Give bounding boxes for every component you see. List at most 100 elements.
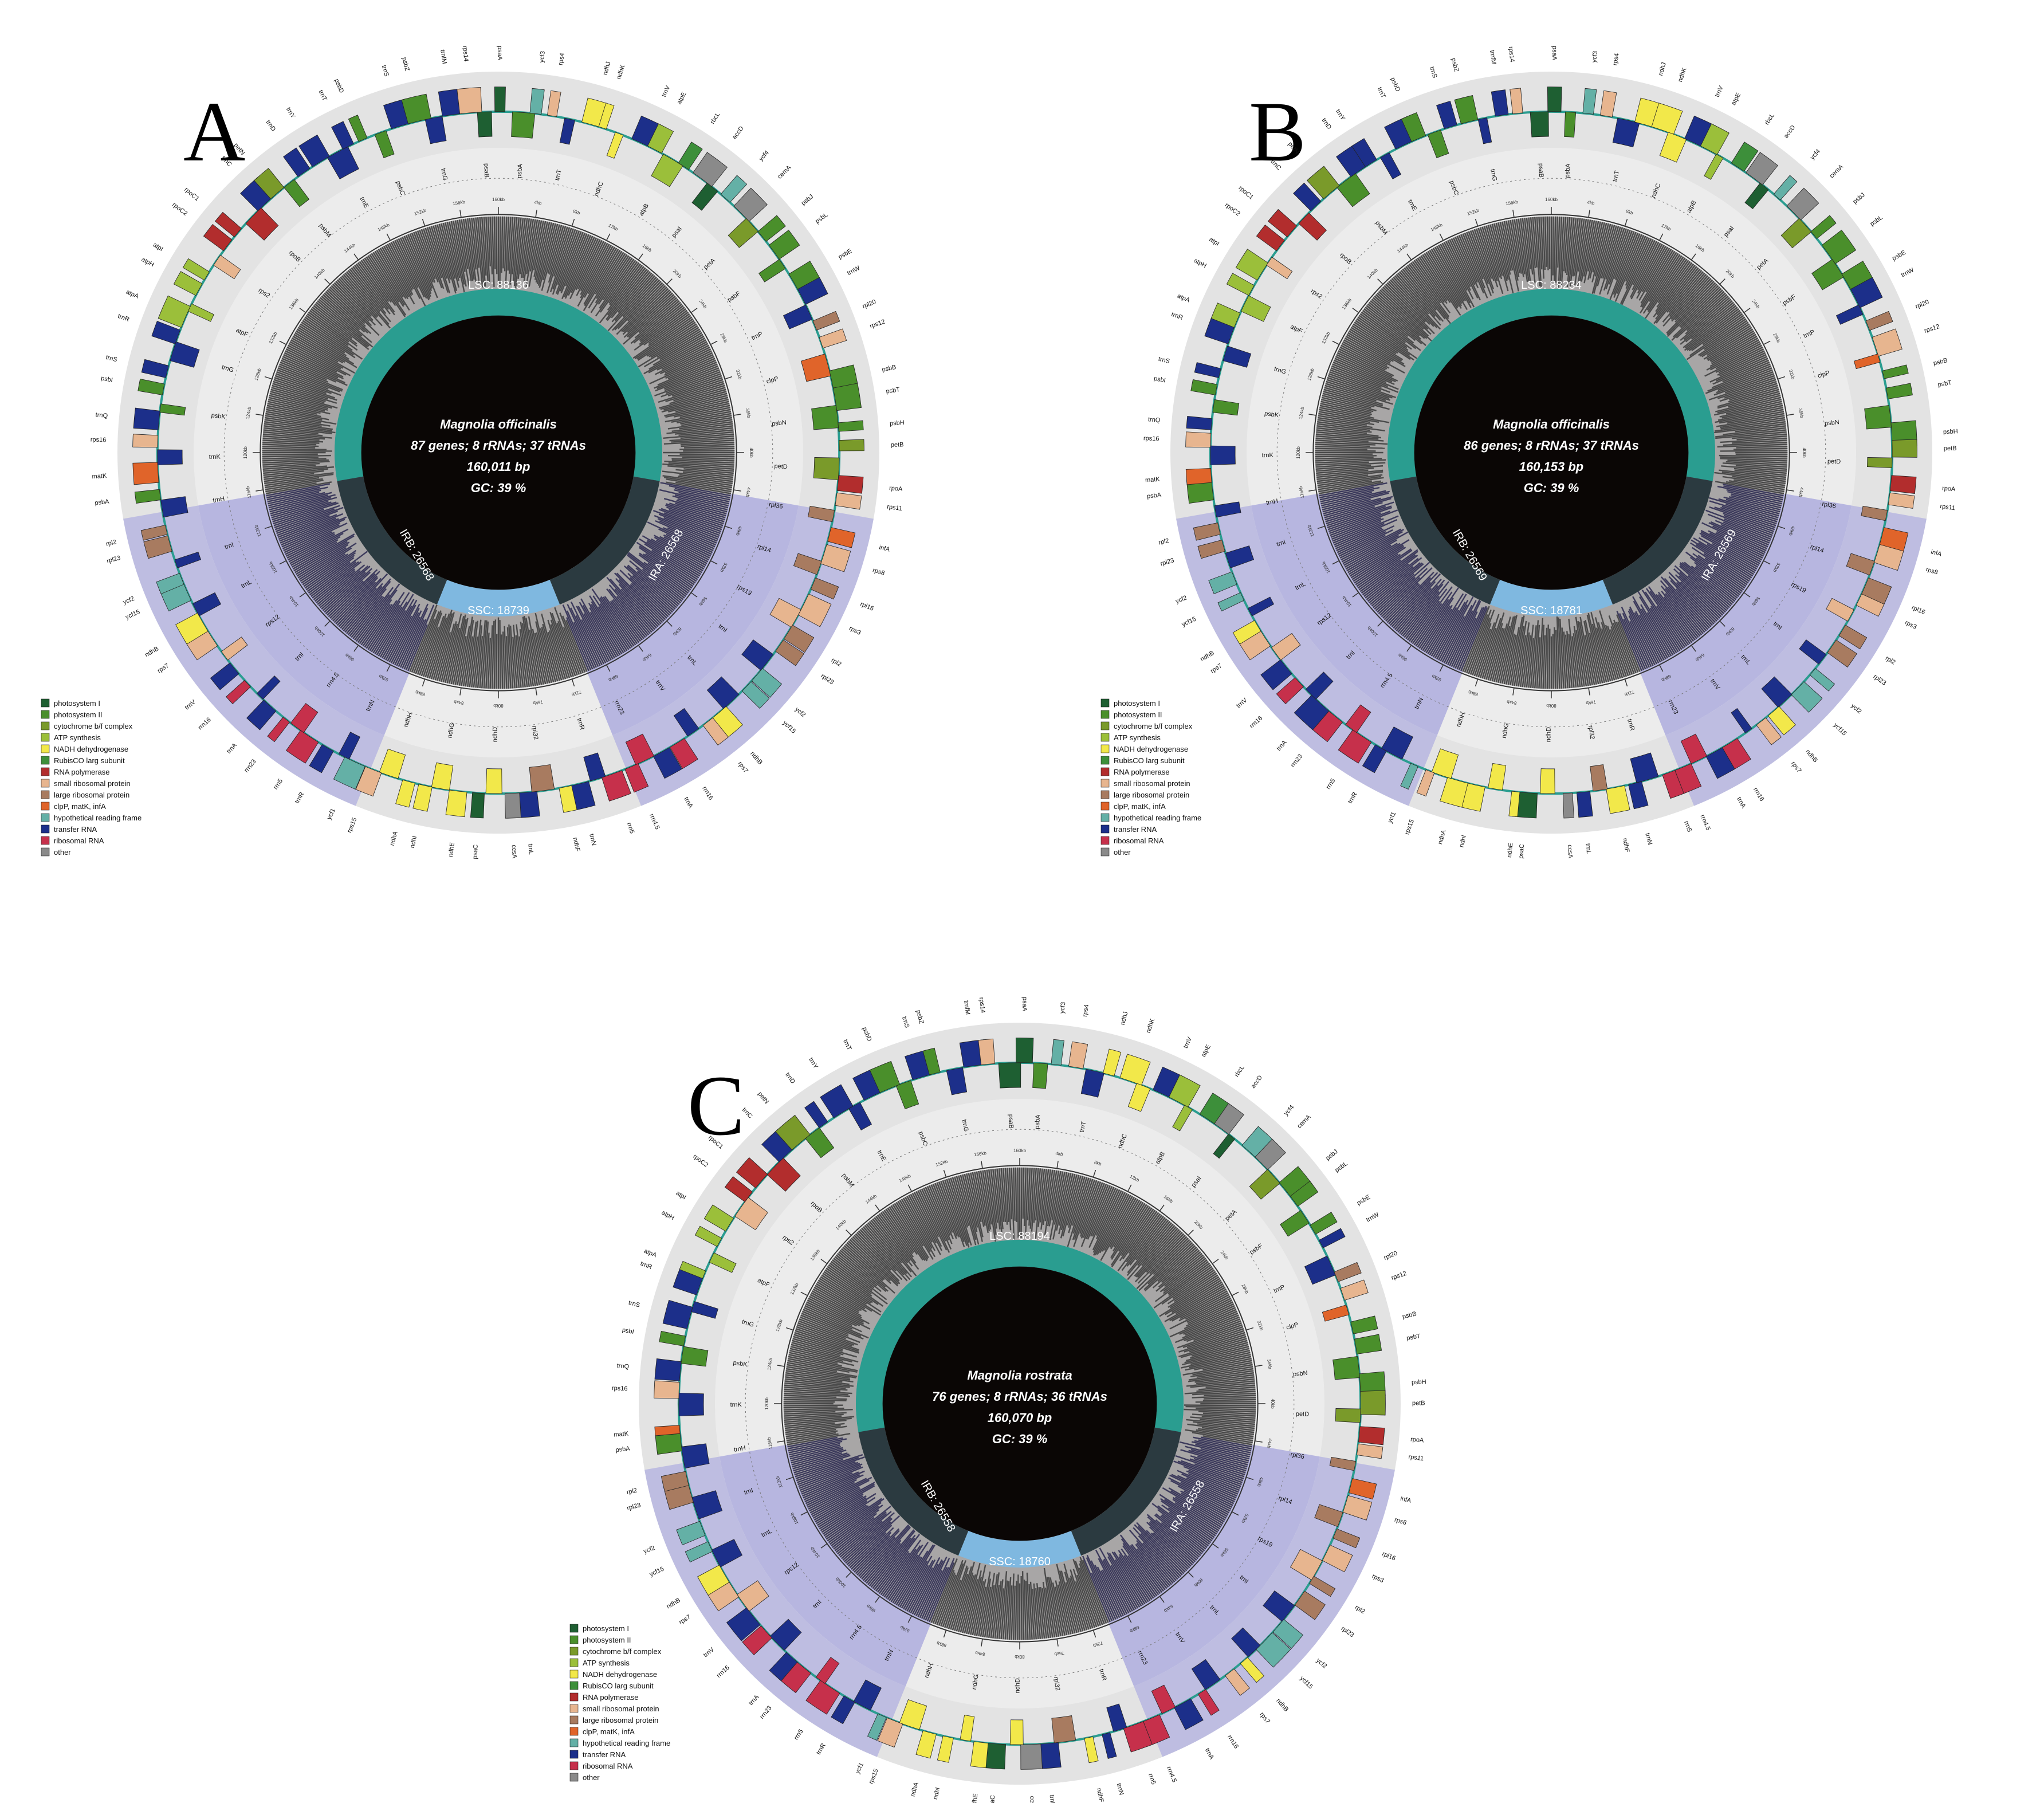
gc-bar xyxy=(1506,221,1519,281)
gc-bar xyxy=(791,1449,847,1466)
gc-bar xyxy=(872,1218,909,1263)
gc-bar xyxy=(654,536,706,566)
gc-bar xyxy=(1316,423,1370,431)
gc-bar xyxy=(785,1370,851,1381)
gc-bar xyxy=(1353,547,1406,582)
ira-ring-arc xyxy=(1602,476,1713,605)
gc-bar xyxy=(1007,1577,1012,1640)
tick-label: 116kb xyxy=(1298,485,1305,498)
gc-bar xyxy=(866,1223,913,1278)
gene-block-psbL xyxy=(1290,1180,1319,1207)
gc-bar xyxy=(267,403,318,415)
gc-bar xyxy=(906,1196,933,1243)
gc-bar xyxy=(675,481,732,493)
gc-bar xyxy=(379,599,415,658)
gene-block-rrn4.5 xyxy=(624,763,649,793)
gene-block-trnP xyxy=(1304,1255,1336,1285)
gc-bar xyxy=(1443,600,1477,663)
gc-bar xyxy=(1491,623,1508,682)
gc-bar xyxy=(908,1567,933,1613)
gene-label: ndhI xyxy=(1458,835,1467,849)
gc-bar xyxy=(291,541,337,568)
gc-bar xyxy=(281,518,345,548)
gc-bar xyxy=(970,1565,986,1635)
tick-mark xyxy=(666,278,673,285)
gc-bar xyxy=(1402,268,1437,311)
gc-bar xyxy=(1183,1318,1241,1342)
gc-bar xyxy=(331,285,372,327)
gc-bar xyxy=(817,1497,867,1528)
tick-mark xyxy=(710,340,718,345)
legend-swatch xyxy=(569,1670,579,1679)
gc-bar xyxy=(972,1172,985,1227)
gc-bar xyxy=(1316,469,1369,476)
gc-bar xyxy=(793,1335,843,1352)
gc-bar xyxy=(1671,278,1712,322)
tick-mark xyxy=(1159,1204,1165,1212)
gc-bar xyxy=(1511,615,1525,686)
gc-bar xyxy=(1177,1475,1235,1503)
gc-bar xyxy=(660,482,731,497)
gc-bar xyxy=(1315,450,1376,452)
gc-bar xyxy=(1037,1168,1045,1227)
gene-label: trnR xyxy=(639,1260,653,1271)
gc-bar xyxy=(1379,289,1429,337)
gc-bar xyxy=(618,584,659,627)
gc-bar xyxy=(1349,539,1410,577)
gc-bar xyxy=(1515,620,1527,686)
gc-bar xyxy=(988,1574,999,1638)
gc-bar xyxy=(1443,242,1474,300)
gene-label: ycf3 xyxy=(1591,50,1599,62)
panel-label: A xyxy=(183,84,245,179)
gc-bar xyxy=(328,569,378,618)
legend-swatch xyxy=(41,802,50,811)
gc-bar xyxy=(1373,297,1421,340)
gc-bar xyxy=(1621,239,1654,305)
gc-bar xyxy=(1628,610,1656,666)
gc-bar xyxy=(822,1505,867,1535)
gene-label: rpl36 xyxy=(1821,501,1836,510)
tick-mark xyxy=(1588,210,1590,218)
gc-bar xyxy=(952,1566,972,1631)
gc-bar xyxy=(1339,346,1386,371)
gene-label: ycf2 xyxy=(793,706,807,718)
gc-bar xyxy=(1645,249,1672,293)
gc-bar xyxy=(657,330,702,358)
gc-bar xyxy=(1645,588,1688,647)
gc-bar xyxy=(790,1447,843,1462)
gc-bar xyxy=(1503,633,1515,685)
gc-bar xyxy=(1319,482,1387,497)
gc-bar xyxy=(529,630,540,686)
gc-bar xyxy=(804,1474,864,1503)
gc-bar xyxy=(1158,1251,1201,1288)
gene-label: ycf4 xyxy=(757,150,770,163)
gc-bar xyxy=(513,217,522,286)
gene-block-atpH xyxy=(694,1225,722,1247)
gc-bar xyxy=(1320,489,1374,502)
gc-bar xyxy=(1086,1557,1115,1621)
gene-block-trnI xyxy=(1799,639,1827,665)
gc-bar xyxy=(277,367,340,392)
gc-bar xyxy=(304,316,353,351)
gc-bar xyxy=(1127,1221,1171,1274)
gc-bar xyxy=(663,536,709,561)
gene-block-trnfM xyxy=(1491,89,1509,117)
gc-bar xyxy=(1408,600,1440,642)
gene-block-trnG xyxy=(1477,117,1492,144)
gc-bar xyxy=(862,1226,911,1280)
gc-bar xyxy=(1188,1370,1254,1381)
gc-bar xyxy=(1597,225,1615,286)
gc-bar xyxy=(648,325,698,358)
gc-bar xyxy=(1184,1346,1249,1364)
gc-bar xyxy=(683,450,735,452)
gene-block-rrn23 xyxy=(267,717,290,743)
gc-bar xyxy=(479,620,486,689)
gc-bar xyxy=(534,612,552,684)
gc-bar xyxy=(795,1456,859,1479)
gc-bar xyxy=(1315,447,1367,450)
gc-bar xyxy=(433,613,453,680)
gc-bar xyxy=(784,1390,849,1396)
gc-bar xyxy=(1316,425,1372,433)
gene-label: petD xyxy=(774,463,788,470)
gc-bar xyxy=(876,1215,919,1270)
